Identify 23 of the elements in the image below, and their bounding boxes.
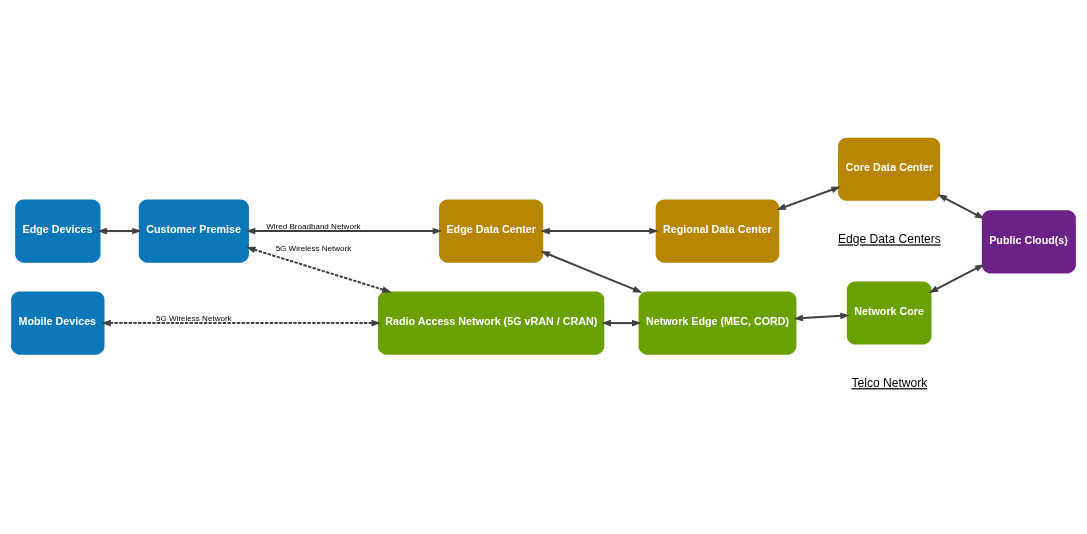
node-box: Radio Access Network (5G vRAN / CRAN) bbox=[377, 291, 605, 355]
node-box: Public Cloud(s) bbox=[981, 210, 1076, 274]
arrow bbox=[246, 246, 392, 293]
arrow bbox=[928, 264, 985, 293]
arrow bbox=[540, 227, 659, 235]
arrow bbox=[245, 227, 443, 235]
arrow bbox=[540, 251, 643, 293]
node-box: Core Data Center bbox=[838, 137, 941, 201]
arrow bbox=[101, 319, 381, 327]
label: Edge Data Centers bbox=[838, 232, 941, 247]
node-box: Network Core bbox=[846, 281, 932, 345]
label: Telco Network bbox=[851, 376, 928, 391]
node-box: Mobile Devices bbox=[11, 291, 105, 355]
node-box: Customer Premise bbox=[138, 199, 249, 263]
arrow bbox=[601, 319, 642, 327]
node-box: Network Edge (MEC, CORD) bbox=[638, 291, 797, 355]
arrow bbox=[793, 312, 850, 322]
node-box: Edge Data Center bbox=[439, 199, 544, 263]
arrow bbox=[937, 194, 985, 219]
arrow bbox=[97, 227, 142, 235]
arrow bbox=[776, 186, 841, 210]
node-box: Edge Devices bbox=[15, 199, 101, 263]
node-box: Regional Data Center bbox=[655, 199, 780, 263]
